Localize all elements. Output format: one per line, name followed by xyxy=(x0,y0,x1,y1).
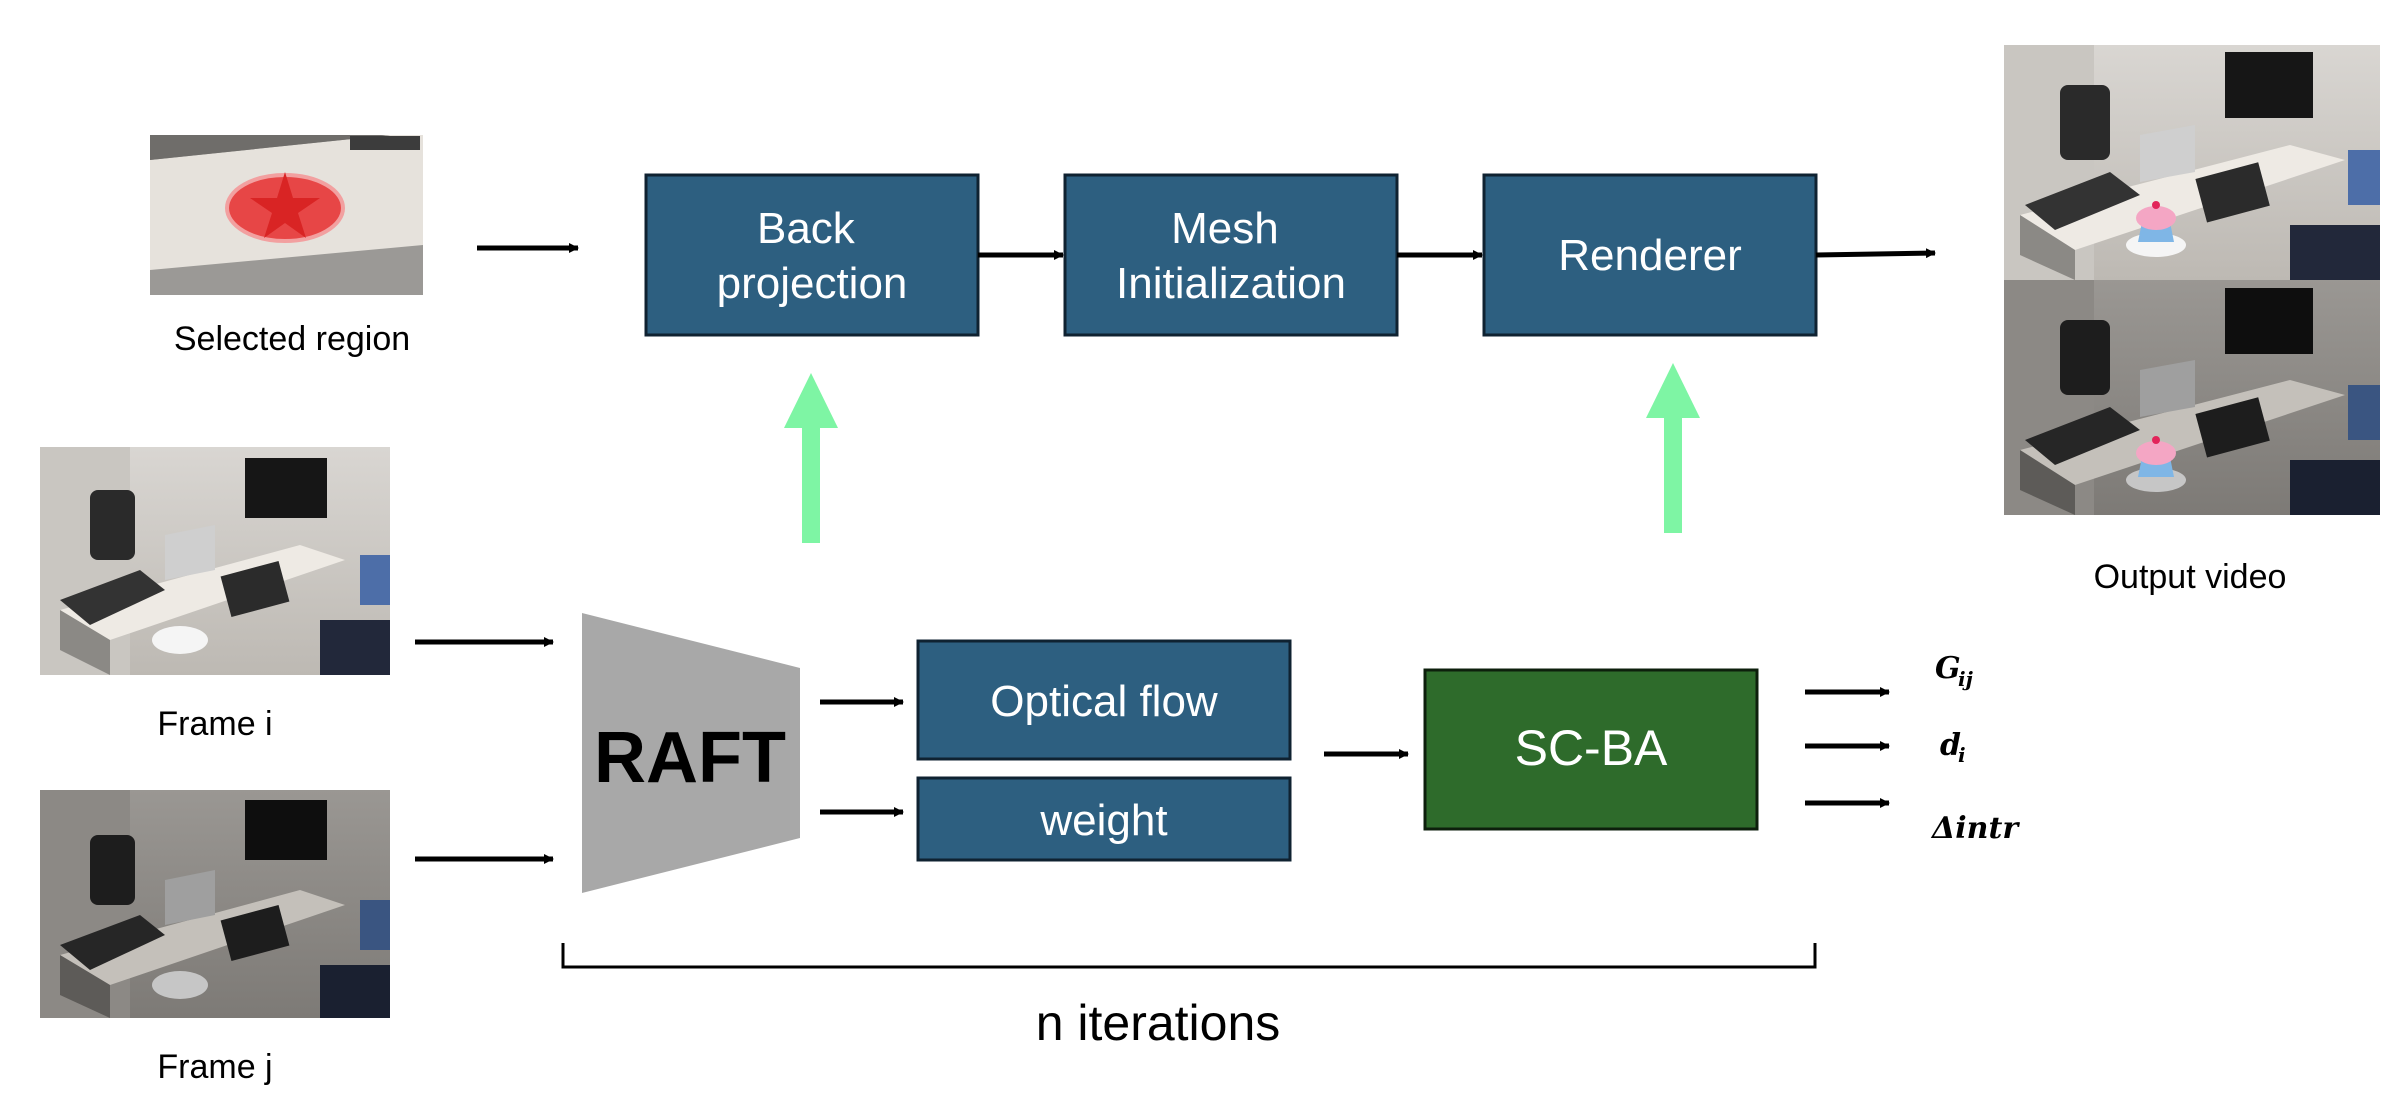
selected-region-image xyxy=(150,135,423,295)
output-g-ij: G ij xyxy=(1935,651,1974,691)
optical-flow-label: Optical flow xyxy=(990,677,1218,726)
frame-i-image xyxy=(40,447,390,675)
raft-label: RAFT xyxy=(594,718,786,798)
mesh-initialization-line-1: Mesh xyxy=(1171,204,1279,253)
weight-box: weight xyxy=(916,776,1292,862)
output-video-image-bottom xyxy=(2004,280,2380,515)
svg-text:Back projection: Back projection xyxy=(717,204,908,308)
frame-j-caption: Frame j xyxy=(157,1048,272,1086)
renderer-label: Renderer xyxy=(1558,231,1741,280)
raft-block: RAFT xyxy=(582,613,800,893)
upward-arrow-to-backprojection xyxy=(784,373,838,543)
arrow-renderer-to-output xyxy=(1815,248,1936,259)
optical-flow-box: Optical flow xyxy=(916,639,1292,761)
output-video-caption: Output video xyxy=(2094,558,2287,596)
iterations-label: n iterations xyxy=(1036,995,1281,1051)
scba-label: SC-BA xyxy=(1515,720,1668,776)
weight-label: weight xyxy=(1039,796,1167,845)
d-subscript: i xyxy=(1958,743,1966,767)
output-video-image-top xyxy=(2004,45,2380,280)
back-projection-line-2: projection xyxy=(717,259,908,308)
scba-box: SC-BA xyxy=(1423,668,1759,831)
upward-arrow-to-renderer xyxy=(1646,363,1700,533)
mesh-initialization-line-2: Initialization xyxy=(1116,259,1346,308)
selected-region-caption: Selected region xyxy=(174,320,410,358)
star-icon xyxy=(250,172,320,238)
frame-j-image xyxy=(40,790,390,1018)
mesh-initialization-box: Mesh Initialization xyxy=(1063,173,1399,337)
output-delta-intr: Δintr xyxy=(1930,811,2020,846)
d-symbol: d xyxy=(1940,728,1961,763)
back-projection-box: Back projection xyxy=(644,173,980,337)
iterations-bracket xyxy=(561,943,1817,969)
g-subscript: ij xyxy=(1958,667,1974,691)
renderer-box: Renderer xyxy=(1482,173,1818,337)
g-symbol: G xyxy=(1935,651,1961,686)
svg-text:Mesh Initialization: Mesh Initialization xyxy=(1116,204,1346,308)
frame-i-caption: Frame i xyxy=(157,705,272,743)
back-projection-line-1: Back xyxy=(757,204,856,253)
output-d-i: d i xyxy=(1940,728,1966,767)
